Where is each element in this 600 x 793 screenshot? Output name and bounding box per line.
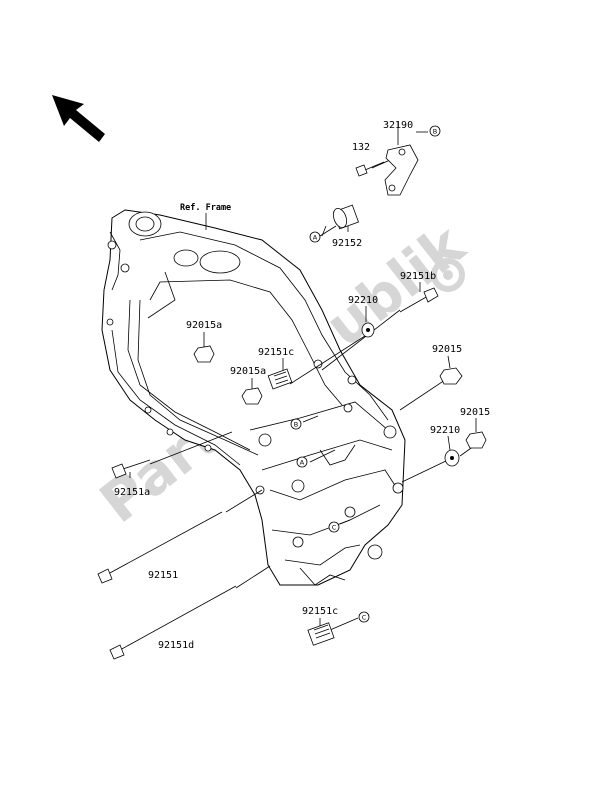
svg-text:C: C [362,614,367,622]
label-92151[interactable]: 92151 [148,570,178,581]
marker-a-mid: A [296,456,308,468]
svg-text:A: A [313,234,318,242]
part-32190-bracket[interactable] [384,144,419,196]
svg-text:B: B [433,128,437,136]
part-92015-lower-nut[interactable] [465,431,487,449]
label-92152[interactable]: 92152 [332,238,362,249]
label-92015a-left[interactable]: 92015a [186,320,222,331]
part-132-bolt[interactable] [355,161,385,177]
part-92151c-mid-sleeve[interactable] [267,368,293,390]
direction-arrow-icon [52,95,105,142]
watermark-gear-icon [431,258,465,292]
label-92015-lower[interactable]: 92015 [460,407,490,418]
label-92151c-bottom[interactable]: 92151c [302,606,338,617]
leader-lines [129,122,477,631]
label-132[interactable]: 132 [352,142,370,153]
part-92151a-bolt[interactable] [111,459,151,479]
part-92151b-bolt[interactable] [399,287,439,313]
part-92151c-bottom-sleeve[interactable] [307,622,335,646]
label-92151a[interactable]: 92151a [114,487,150,498]
label-92151b[interactable]: 92151b [400,271,436,282]
ref-frame-label: Ref. Frame [180,203,231,213]
label-32190[interactable]: 32190 [383,120,413,131]
part-labels: Ref. Frame 32190 132 92152 92151b 92210 … [114,120,490,651]
marker-a-top: A [309,231,321,243]
label-92210-top[interactable]: 92210 [348,295,378,306]
label-92210-lower[interactable]: 92210 [430,425,460,436]
marker-b-mid: B [290,418,302,430]
label-92151d[interactable]: 92151d [158,640,194,651]
part-92152-collar[interactable] [331,204,359,230]
svg-text:B: B [294,421,298,429]
marker-b-top: B [429,125,441,137]
label-92151c-mid[interactable]: 92151c [258,347,294,358]
svg-text:C: C [332,524,337,532]
part-92210-top-spacer[interactable] [361,322,375,338]
label-92015a-mid[interactable]: 92015a [230,366,266,377]
part-92151d-long-bolt[interactable] [109,585,237,660]
part-92210-lower-spacer[interactable] [444,449,460,467]
marker-c-mid: C [328,521,340,533]
label-92015-right[interactable]: 92015 [432,344,462,355]
part-92151-long-bolt[interactable] [97,511,223,584]
svg-text:A: A [300,459,305,467]
part-92015a-mid-nut[interactable] [241,387,263,405]
part-92015-right-nut[interactable] [439,367,463,385]
part-92015a-left-nut[interactable] [193,345,215,363]
marker-c-bottom: C [358,611,370,623]
